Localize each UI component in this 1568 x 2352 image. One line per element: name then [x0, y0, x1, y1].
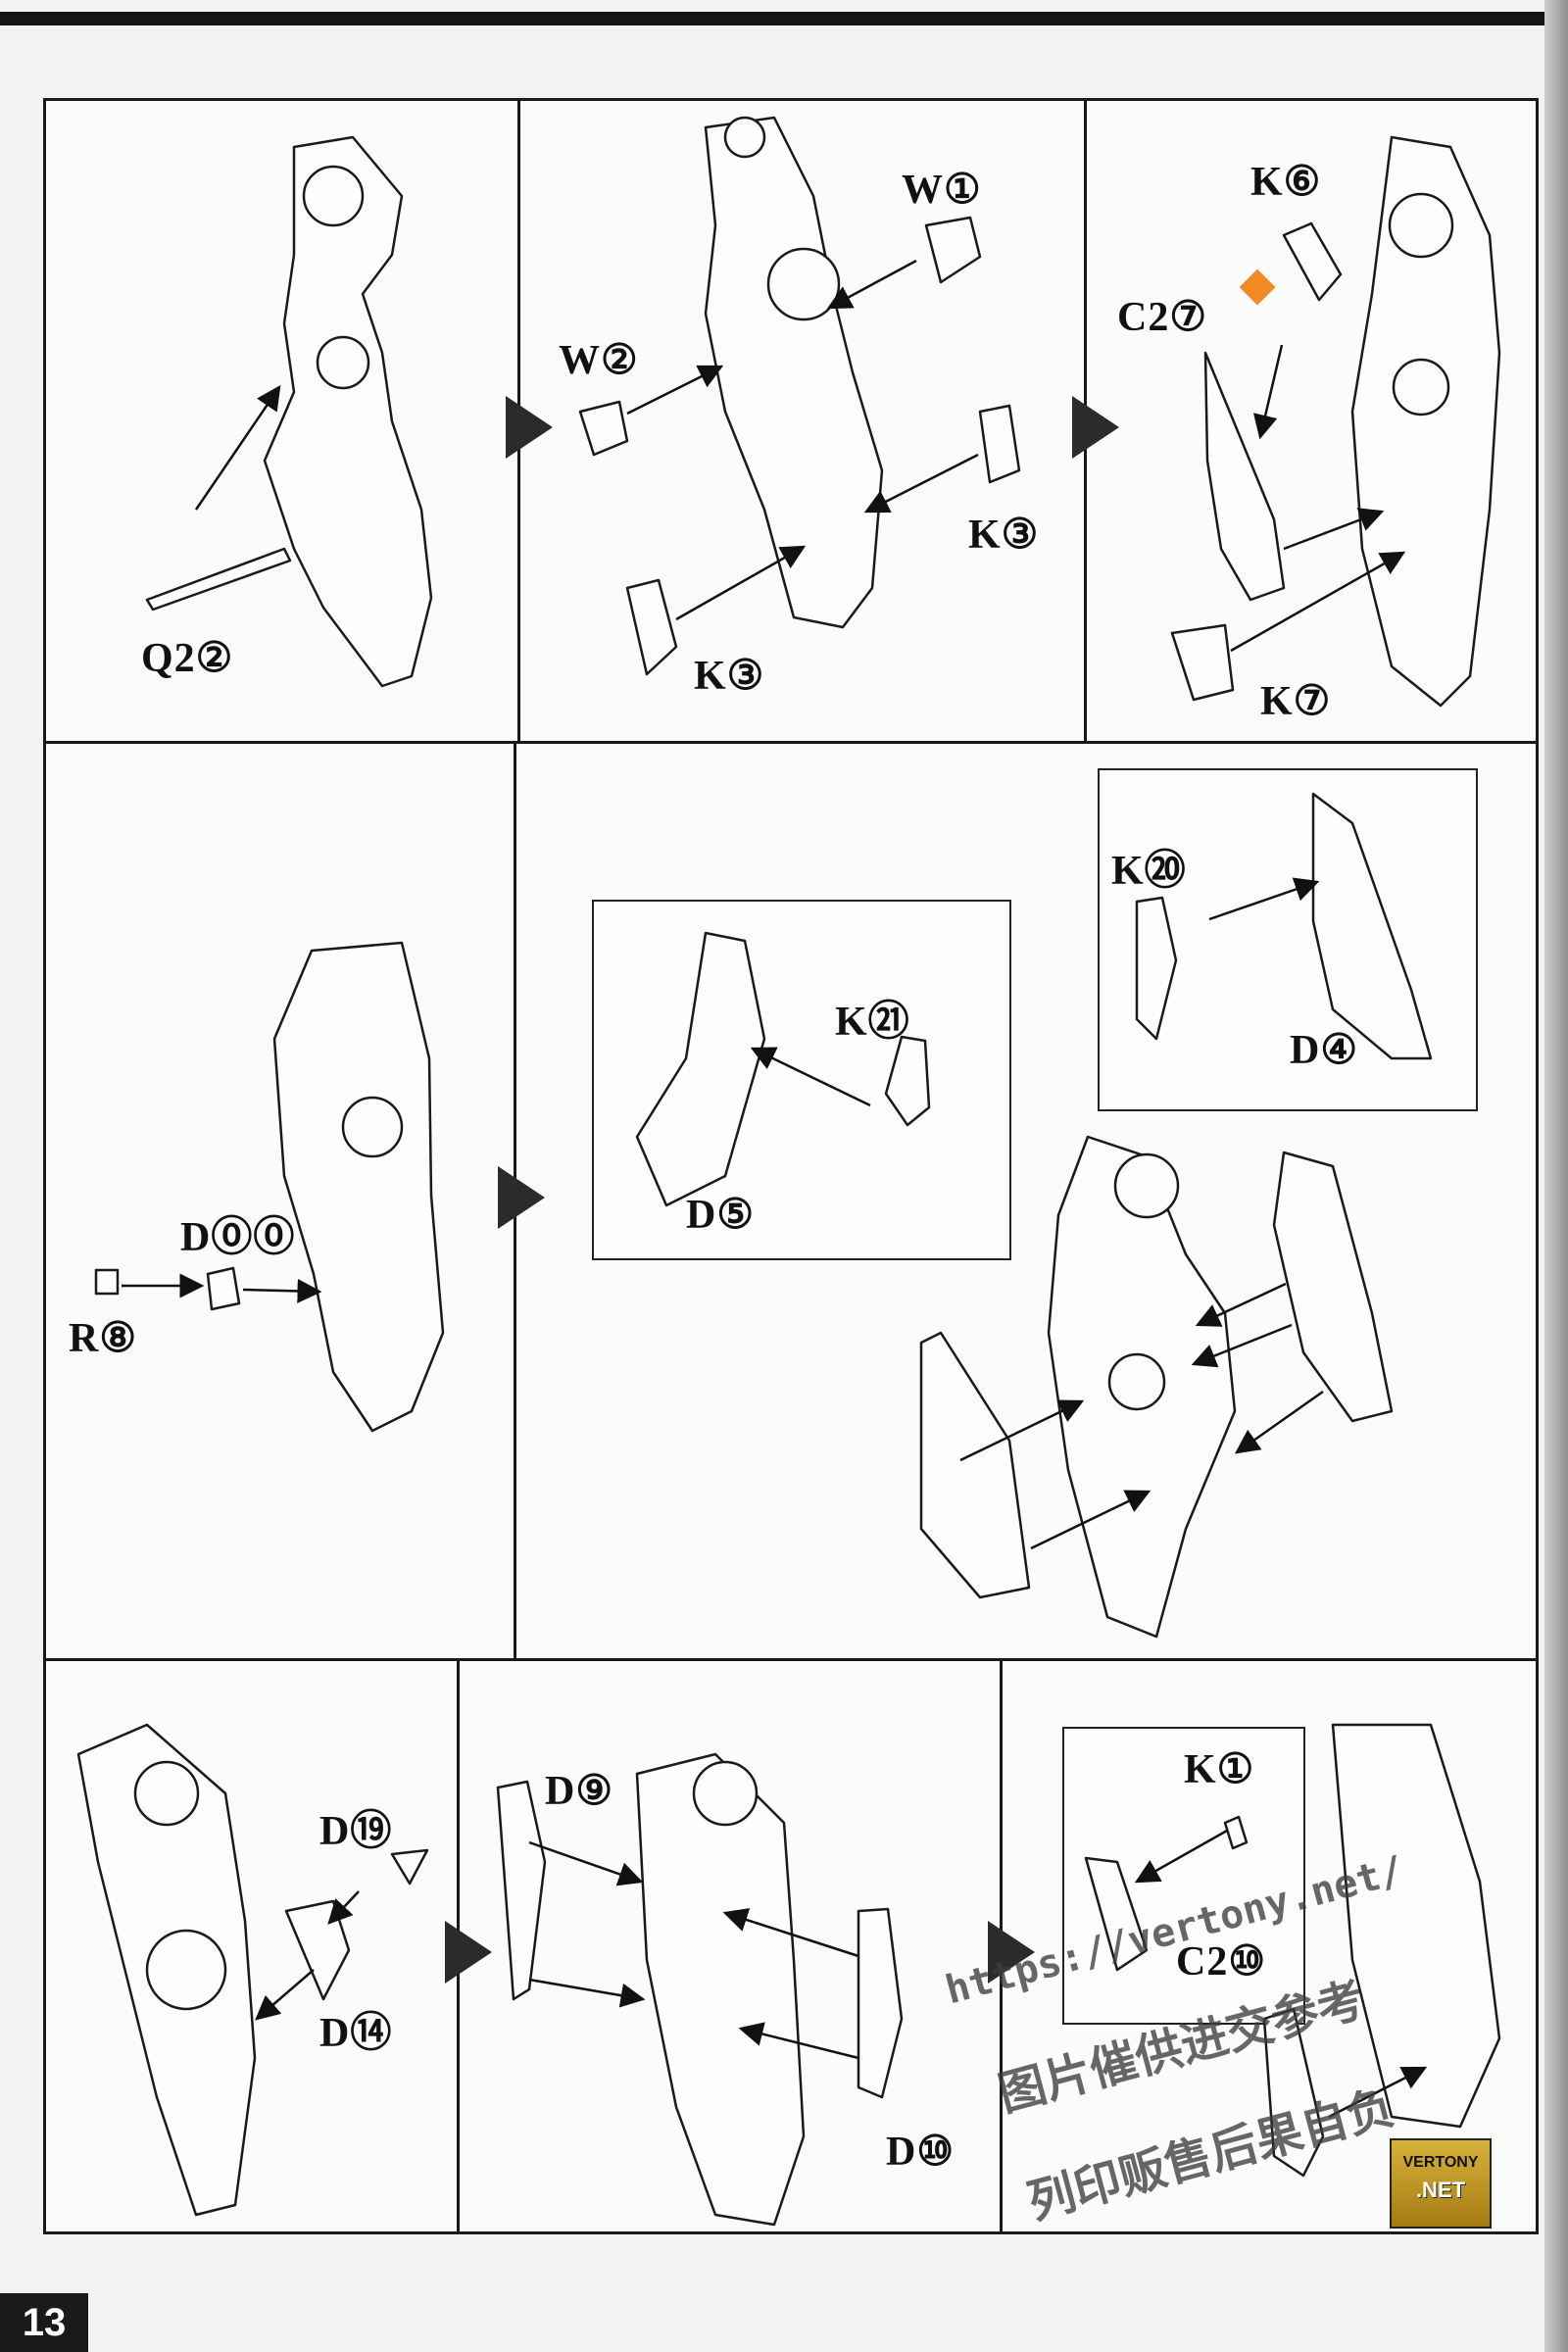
part-label: C2⑦ [1117, 295, 1207, 340]
part-label: D⓪⓪ [180, 1215, 296, 1260]
next-step-arrow [445, 1921, 492, 1984]
detail-inset-d5 [592, 900, 1011, 1260]
next-step-arrow [1072, 396, 1119, 459]
part-label: D⑲ [319, 1809, 393, 1854]
brand-logo-text: .NET [1415, 2178, 1466, 2202]
part-label: Q2② [141, 636, 234, 681]
binding-spine [1544, 0, 1568, 2352]
limb-part [263, 135, 433, 688]
part-label: D⑨ [545, 1769, 613, 1814]
pin-part [145, 547, 292, 612]
part-label: D⑩ [886, 2130, 955, 2175]
part-label: C2⑩ [1176, 1939, 1266, 1984]
part-label: W① [902, 168, 982, 213]
part-label: K③ [968, 513, 1040, 558]
part-label: K③ [694, 654, 765, 699]
assembly-arrow [194, 384, 281, 511]
next-step-arrow [506, 396, 553, 459]
part-label: W② [559, 338, 639, 383]
row-divider-1 [43, 741, 1539, 744]
next-step-arrow [498, 1166, 545, 1229]
part-label: K㉑ [835, 1000, 910, 1045]
part-label: D⑭ [319, 2011, 393, 2056]
row-divider-2 [43, 1658, 1539, 1661]
part-label: K⑦ [1260, 679, 1332, 724]
part-label: K⑥ [1250, 160, 1322, 205]
brand-logo-text: VERTONY [1402, 2154, 1479, 2171]
brand-logo: VERTONY .NET [1390, 2138, 1492, 2229]
top-bar [0, 12, 1544, 25]
part-label: R⑧ [69, 1316, 137, 1361]
page-number: 13 [0, 2293, 88, 2352]
part-label: K⑳ [1111, 849, 1187, 894]
part-label: D⑤ [686, 1193, 755, 1238]
part-label: K① [1184, 1747, 1255, 1792]
next-step-arrow [988, 1921, 1035, 1984]
part-label: D④ [1290, 1028, 1358, 1073]
